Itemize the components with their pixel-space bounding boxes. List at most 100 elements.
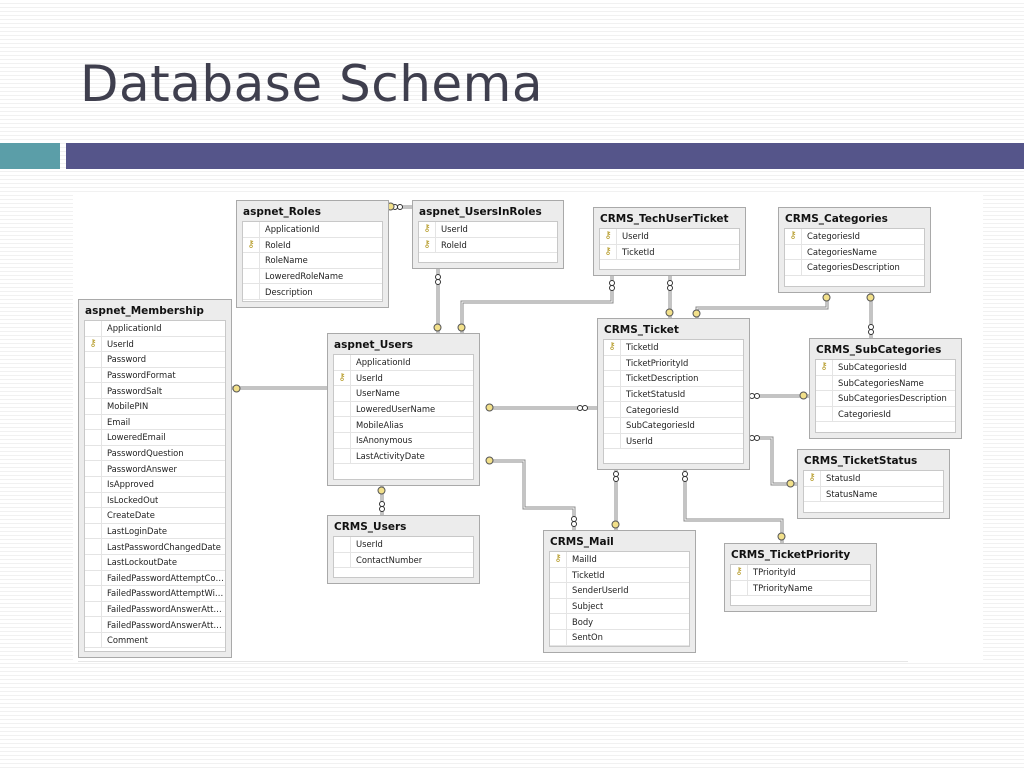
- row-selector-cell: [731, 580, 748, 596]
- column-row[interactable]: Comment: [85, 632, 225, 649]
- column-row[interactable]: TPriorityName: [731, 580, 870, 597]
- column-row[interactable]: FailedPasswordAttemptWindo...: [85, 586, 225, 602]
- row-selector-cell: [334, 432, 351, 448]
- column-row[interactable]: LastLoginDate: [85, 523, 225, 540]
- column-name: TicketStatusId: [626, 389, 686, 400]
- column-row[interactable]: SentOn: [550, 629, 689, 646]
- column-row[interactable]: PasswordSalt: [85, 383, 225, 399]
- column-name: PasswordSalt: [107, 385, 163, 396]
- column-row[interactable]: LoweredEmail: [85, 430, 225, 446]
- column-row[interactable]: LoweredRoleName: [243, 268, 382, 285]
- column-row[interactable]: ⚷SubCategoriesId: [816, 360, 955, 376]
- column-row[interactable]: TicketStatusId: [604, 386, 743, 403]
- primary-key-icon: ⚷: [423, 238, 431, 250]
- column-name: SubCategoriesDescription: [838, 393, 947, 404]
- column-row[interactable]: Password: [85, 352, 225, 368]
- column-row[interactable]: SenderUserId: [550, 583, 689, 599]
- column-row[interactable]: MobilePIN: [85, 398, 225, 415]
- row-selector-cell: [550, 567, 567, 583]
- column-row[interactable]: SubCategoriesName: [816, 375, 955, 392]
- column-row[interactable]: IsLockedOut: [85, 492, 225, 509]
- column-name: RoleName: [265, 255, 308, 266]
- column-row[interactable]: PasswordQuestion: [85, 445, 225, 462]
- row-selector-cell: [604, 417, 621, 433]
- column-row[interactable]: ApplicationId: [243, 222, 382, 238]
- column-row[interactable]: ⚷RoleId: [243, 237, 382, 254]
- column-row[interactable]: ⚷UserId: [85, 336, 225, 353]
- column-row[interactable]: Description: [243, 284, 382, 300]
- row-selector-cell: [85, 570, 102, 586]
- table-aspnet-usersinroles[interactable]: aspnet_UsersInRoles⚷UserId⚷RoleId: [412, 200, 564, 269]
- relationship-key-marker: [485, 403, 494, 412]
- column-row[interactable]: MobileAlias: [334, 417, 473, 433]
- column-row[interactable]: LastLockoutDate: [85, 554, 225, 571]
- column-row[interactable]: ⚷TPriorityId: [731, 565, 870, 581]
- column-row[interactable]: PasswordAnswer: [85, 461, 225, 477]
- column-row[interactable]: ApplicationId: [85, 321, 225, 337]
- column-name: SubCategoriesName: [838, 377, 924, 388]
- column-row[interactable]: StatusName: [804, 486, 943, 503]
- table-crms-techuserticket[interactable]: CRMS_TechUserTicket⚷UserId⚷TicketId: [593, 207, 746, 276]
- column-row[interactable]: ⚷CategoriesId: [785, 229, 924, 245]
- relationship-line: [683, 470, 784, 543]
- column-row[interactable]: ⚷TicketId: [604, 340, 743, 356]
- column-row[interactable]: SubCategoriesDescription: [816, 391, 955, 407]
- column-name: UserId: [626, 435, 653, 446]
- column-row[interactable]: CategoriesDescription: [785, 260, 924, 276]
- column-row[interactable]: UserName: [334, 386, 473, 402]
- column-row[interactable]: ⚷UserId: [419, 222, 557, 238]
- column-name: StatusId: [826, 473, 861, 484]
- column-row[interactable]: LoweredUserName: [334, 401, 473, 418]
- column-row[interactable]: SubCategoriesId: [604, 417, 743, 434]
- column-row[interactable]: ApplicationId: [334, 355, 473, 371]
- table-title: CRMS_Categories: [785, 213, 888, 225]
- column-row[interactable]: ContactNumber: [334, 552, 473, 569]
- column-row[interactable]: FailedPasswordAnswerAttempt...: [85, 601, 225, 618]
- column-name: SentOn: [572, 632, 603, 643]
- column-row[interactable]: PasswordFormat: [85, 367, 225, 384]
- column-row[interactable]: ⚷UserId: [600, 229, 739, 245]
- column-row[interactable]: LastPasswordChangedDate: [85, 539, 225, 555]
- column-row[interactable]: Body: [550, 614, 689, 630]
- column-row[interactable]: UserId: [604, 433, 743, 450]
- column-name: Password: [107, 354, 147, 365]
- column-row[interactable]: CategoriesId: [604, 402, 743, 418]
- column-row[interactable]: CategoriesId: [816, 406, 955, 423]
- column-name: TicketDescription: [626, 373, 699, 384]
- column-row[interactable]: RoleName: [243, 253, 382, 269]
- column-row[interactable]: ⚷StatusId: [804, 471, 943, 487]
- relationship-end-marker: [749, 393, 755, 399]
- column-row[interactable]: TicketId: [550, 567, 689, 584]
- column-row[interactable]: TicketDescription: [604, 371, 743, 387]
- column-row[interactable]: IsApproved: [85, 476, 225, 493]
- column-row[interactable]: Subject: [550, 598, 689, 615]
- column-row[interactable]: FailedPasswordAnswerAttempt...: [85, 617, 225, 633]
- primary-key-icon: ⚷: [820, 361, 828, 373]
- column-row[interactable]: ⚷RoleId: [419, 237, 557, 254]
- column-row[interactable]: ⚷MailId: [550, 552, 689, 568]
- relationship-line: [460, 276, 614, 333]
- column-name: LastActivityDate: [356, 450, 425, 461]
- column-row[interactable]: UserId: [334, 537, 473, 553]
- row-selector-cell: [334, 537, 351, 552]
- column-row[interactable]: ⚷UserId: [334, 370, 473, 387]
- column-row[interactable]: IsAnonymous: [334, 432, 473, 449]
- column-row[interactable]: CreateDate: [85, 508, 225, 524]
- column-row[interactable]: LastActivityDate: [334, 448, 473, 465]
- column-row[interactable]: FailedPasswordAttemptCount: [85, 570, 225, 587]
- column-row[interactable]: CategoriesName: [785, 244, 924, 261]
- column-row[interactable]: ⚷TicketId: [600, 244, 739, 261]
- column-row[interactable]: Email: [85, 414, 225, 431]
- column-row[interactable]: TicketPriorityId: [604, 355, 743, 372]
